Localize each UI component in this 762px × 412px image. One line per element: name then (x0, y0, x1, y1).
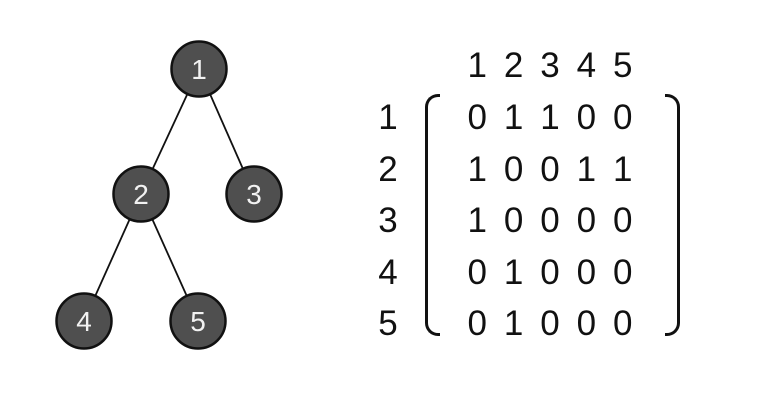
adjacency-matrix: 0 1 1 0 0 1 0 0 1 1 1 0 0 0 0 0 1 0 0 0 … (459, 92, 641, 350)
matrix-cell-3-2: 0 (503, 201, 524, 241)
matrix-cell-4-4: 0 (576, 252, 597, 292)
matrix-column-header: 2 (503, 46, 524, 85)
matrix-cell-1-1: 0 (467, 98, 487, 137)
matrix-cell-1-5: 0 (613, 98, 633, 137)
matrix-cell-1-2: 1 (503, 98, 524, 137)
matrix-cell-3-3: 0 (540, 201, 560, 241)
matrix-cell-5-2: 1 (503, 304, 524, 344)
matrix-cell-4-5: 0 (613, 252, 633, 292)
matrix-row-header: 5 (378, 304, 398, 344)
matrix-column-header: 4 (576, 46, 597, 85)
matrix-cell-4-1: 0 (467, 252, 487, 292)
matrix-column-headers: 1 2 3 4 5 (459, 40, 641, 92)
matrix-right-bracket (665, 94, 680, 336)
matrix-cell-3-5: 0 (613, 201, 633, 241)
matrix-cell-2-3: 0 (540, 149, 560, 189)
matrix-cell-4-2: 1 (503, 252, 524, 292)
tree-node-4 (55, 292, 113, 350)
matrix-cell-5-4: 0 (576, 304, 597, 344)
matrix-row-header: 4 (378, 252, 398, 292)
matrix-cell-3-1: 1 (467, 201, 487, 241)
matrix-cell-2-5: 1 (613, 149, 633, 189)
matrix-cell-1-3: 1 (540, 98, 560, 137)
tree-diagram: 1 2 3 4 5 (55, 40, 283, 350)
tree-node-1 (170, 40, 228, 98)
tree-node-3 (225, 165, 283, 223)
matrix-cell-4-3: 0 (540, 252, 560, 292)
matrix-cell-3-4: 0 (576, 201, 597, 241)
tree-node-label: 3 (246, 179, 262, 210)
tree-node-label: 2 (133, 179, 149, 210)
tree-node-label: 1 (191, 54, 207, 85)
matrix-column-header: 3 (540, 46, 560, 85)
tree-node-5 (169, 292, 227, 350)
matrix-row-headers: 1 2 3 4 5 (370, 92, 406, 350)
matrix-column-header: 1 (467, 46, 487, 85)
matrix-row-header: 3 (378, 201, 398, 241)
matrix-column-header: 5 (613, 46, 633, 85)
matrix-cell-2-4: 1 (576, 149, 597, 189)
matrix-cell-2-1: 1 (467, 149, 487, 189)
matrix-cell-5-1: 0 (467, 304, 487, 344)
tree-node-2 (112, 165, 170, 223)
matrix-row-header: 2 (378, 149, 398, 189)
matrix-cell-2-2: 0 (503, 149, 524, 189)
tree-node-label: 5 (190, 306, 206, 337)
matrix-cell-5-5: 0 (613, 304, 633, 344)
matrix-left-bracket (425, 94, 440, 336)
matrix-cell-5-3: 0 (540, 304, 560, 344)
matrix-cell-1-4: 0 (576, 98, 597, 137)
tree-node-label: 4 (76, 306, 92, 337)
matrix-row-header: 1 (378, 98, 398, 137)
